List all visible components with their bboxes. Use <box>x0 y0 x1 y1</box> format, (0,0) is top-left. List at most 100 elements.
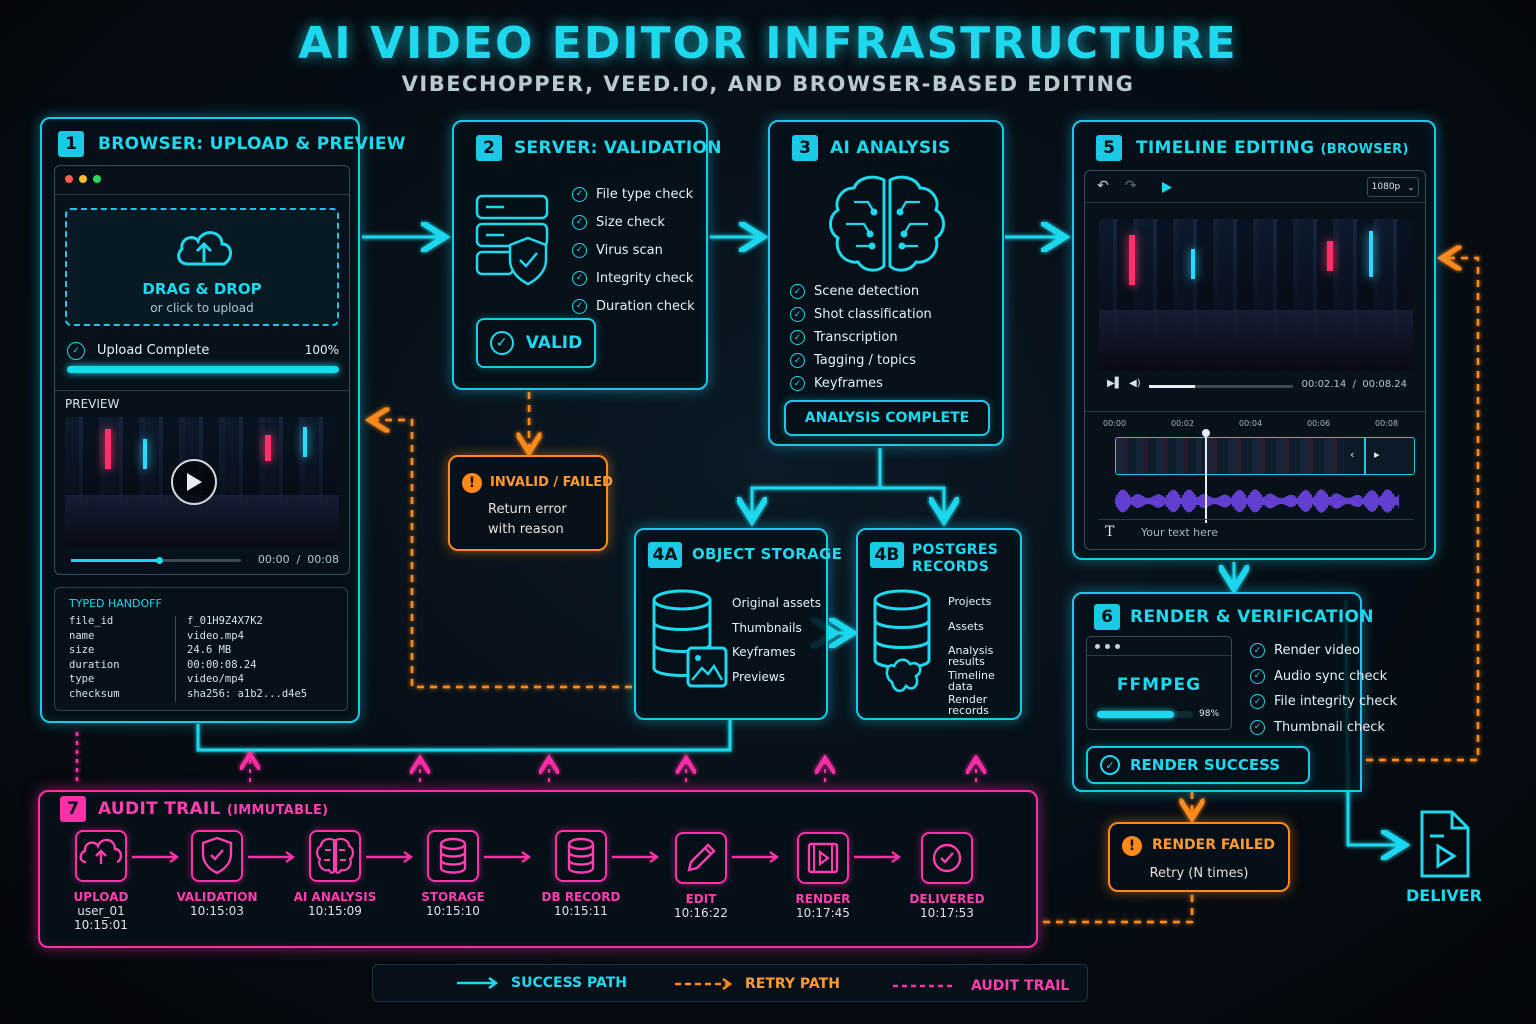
browser-window: DRAG & DROP or click to upload ✓ Upload … <box>54 165 350 575</box>
render-success-badge: ✓ RENDER SUCCESS <box>1086 746 1310 784</box>
audit-arrow <box>484 851 532 863</box>
solid-arrow-icon <box>457 977 499 989</box>
panel-title: RENDER & VERIFICATION <box>1130 607 1374 627</box>
list-item: Original assets <box>732 596 821 610</box>
preview-video[interactable] <box>65 417 339 547</box>
analysis-checklist: ✓Scene detection ✓ Shot classification ✓ Tra… <box>790 280 932 395</box>
audit-step-label: STORAGE <box>421 890 485 904</box>
handoff-key: duration <box>69 658 120 671</box>
check-item: ✓ Size check <box>572 208 695 236</box>
list-item: Keyframes <box>732 645 796 659</box>
brain-icon <box>829 175 945 272</box>
ruler-tick-label: 00:02 <box>1171 419 1195 428</box>
undo-icon[interactable]: ↶ <box>1097 178 1109 194</box>
panel-title-line2: RECORDS <box>912 559 990 575</box>
ruler-tick-label: 00:08 <box>1375 419 1399 428</box>
check-item-label: Shot classification <box>814 307 932 322</box>
shield-check-icon <box>191 830 243 882</box>
handoff-key: size <box>69 644 95 656</box>
check-item-label: Transcription <box>814 330 898 345</box>
check-item-label: Virus scan <box>596 242 663 258</box>
panel-title: SERVER: VALIDATION <box>514 138 722 158</box>
drop-zone[interactable]: DRAG & DROP or click to upload <box>65 208 339 326</box>
audit-step-label: RENDER <box>795 892 851 906</box>
ruler-tick-label: 00:04 <box>1239 419 1263 428</box>
panel-browser-upload: 1 BROWSER: UPLOAD & PREVIEW DRAG & DROP … <box>40 117 406 723</box>
check-item: ✓Integrity check <box>572 264 695 292</box>
audit-step-label: AI ANALYSIS <box>293 890 377 904</box>
validation-checklist: ✓File type check✓Size check✓Virus scan✓I… <box>572 180 695 320</box>
volume-icon[interactable]: ◀) <box>1129 378 1141 389</box>
valid-badge: ✓ VALID <box>476 318 596 368</box>
audit-step-line1: 10:15:10 <box>426 904 480 918</box>
check-circle-icon: ✓ <box>790 307 805 322</box>
panel-timeline-editing: 5 TIMELINE EDITING (BROWSER) ↶ ↷ 1080p ⌄… <box>1072 120 1436 560</box>
audit-arrow <box>366 851 414 863</box>
list-item: Analysis results <box>948 644 994 668</box>
editor-scrubber[interactable] <box>1149 385 1293 388</box>
editor-video-preview[interactable] <box>1099 219 1413 371</box>
warning-icon: ! <box>1122 836 1142 856</box>
check-item: ✓Scene detection <box>790 280 932 303</box>
film-icon <box>797 832 849 884</box>
check-item: ✓Thumbnail check <box>1250 715 1397 741</box>
check-circle-icon: ✓ <box>489 331 514 355</box>
legend-audit: AUDIT TRAIL <box>891 978 1069 994</box>
panel-title-line1: POSTGRES <box>912 542 999 558</box>
check-circle-icon: ✓ <box>572 214 587 230</box>
preview-scrubber[interactable] <box>71 557 241 564</box>
handoff-key: checksum <box>69 687 120 700</box>
check-circle-icon: ✓ <box>790 353 805 368</box>
editor-window: ↶ ↷ 1080p ⌄ ▶▌ ◀) 00:02.14 / 00:08.24 00… <box>1084 170 1426 550</box>
server-shield-icon <box>475 194 549 286</box>
play-small-icon[interactable]: ▶▌ <box>1107 378 1123 389</box>
audit-step-line1: 10:15:11 <box>554 904 608 918</box>
valid-label: VALID <box>525 333 583 353</box>
panel-title: TIMELINE EDITING (BROWSER) <box>1136 138 1409 158</box>
audio-waveform[interactable] <box>1115 481 1399 521</box>
text-track[interactable]: T Your text here <box>1099 519 1413 543</box>
ruler-tick-label: 00:06 <box>1307 419 1331 428</box>
redo-icon[interactable]: ↷ <box>1125 178 1137 194</box>
clip-left-handle-icon[interactable]: ‹ <box>1350 448 1355 461</box>
clip-right-handle-icon[interactable]: ▸ <box>1374 448 1380 461</box>
panel-render-verification: 6 RENDER & VERIFICATION FFMPEG 98% ✓Rend… <box>1072 592 1397 792</box>
render-success-label: RENDER SUCCESS <box>1130 756 1280 774</box>
check-item: ✓Virus scan <box>572 236 695 264</box>
dashed-arrow-icon <box>675 978 733 990</box>
check-item-label: Render video <box>1274 643 1360 659</box>
playhead[interactable] <box>1202 429 1210 523</box>
preview-section: PREVIEW 00:00 / 00:08 <box>55 390 349 574</box>
legend-retry: RETRY PATH <box>673 976 840 992</box>
list-item: Previews <box>732 669 785 684</box>
video-track[interactable]: ‹ ▸ <box>1115 437 1415 475</box>
panel-ai-analysis: 3 AI ANALYSIS ✓Scene detection✓Shot clas… <box>768 120 1004 446</box>
audit-arrow <box>854 851 902 863</box>
check-item-label: Audio sync check <box>1274 668 1388 684</box>
check-item-label: Size check <box>596 214 665 230</box>
resolution-select[interactable]: 1080p ⌄ <box>1367 177 1419 197</box>
render-failed-box: ! RENDER FAILED Retry (N times) <box>1108 822 1290 892</box>
audit-step-line1: 10:17:45 <box>796 906 850 920</box>
pencil-icon <box>675 832 727 884</box>
ffmpeg-logo: FFMPEG <box>1116 675 1202 695</box>
handoff-key: name <box>69 629 95 642</box>
step-number: 5 <box>1096 135 1122 161</box>
panel-title: AUDIT TRAIL (IMMUTABLE) <box>98 799 329 819</box>
play-button[interactable] <box>171 459 217 505</box>
check-circle-icon: ✓ <box>1250 719 1265 735</box>
check-item-label: Keyframes <box>814 376 883 391</box>
audit-arrow <box>732 851 780 863</box>
warning-icon: ! <box>462 473 482 493</box>
play-icon[interactable] <box>1161 181 1173 194</box>
bracket-1-to-4a <box>196 720 732 752</box>
render-failed-sub: Retry (N times) <box>1149 866 1249 881</box>
